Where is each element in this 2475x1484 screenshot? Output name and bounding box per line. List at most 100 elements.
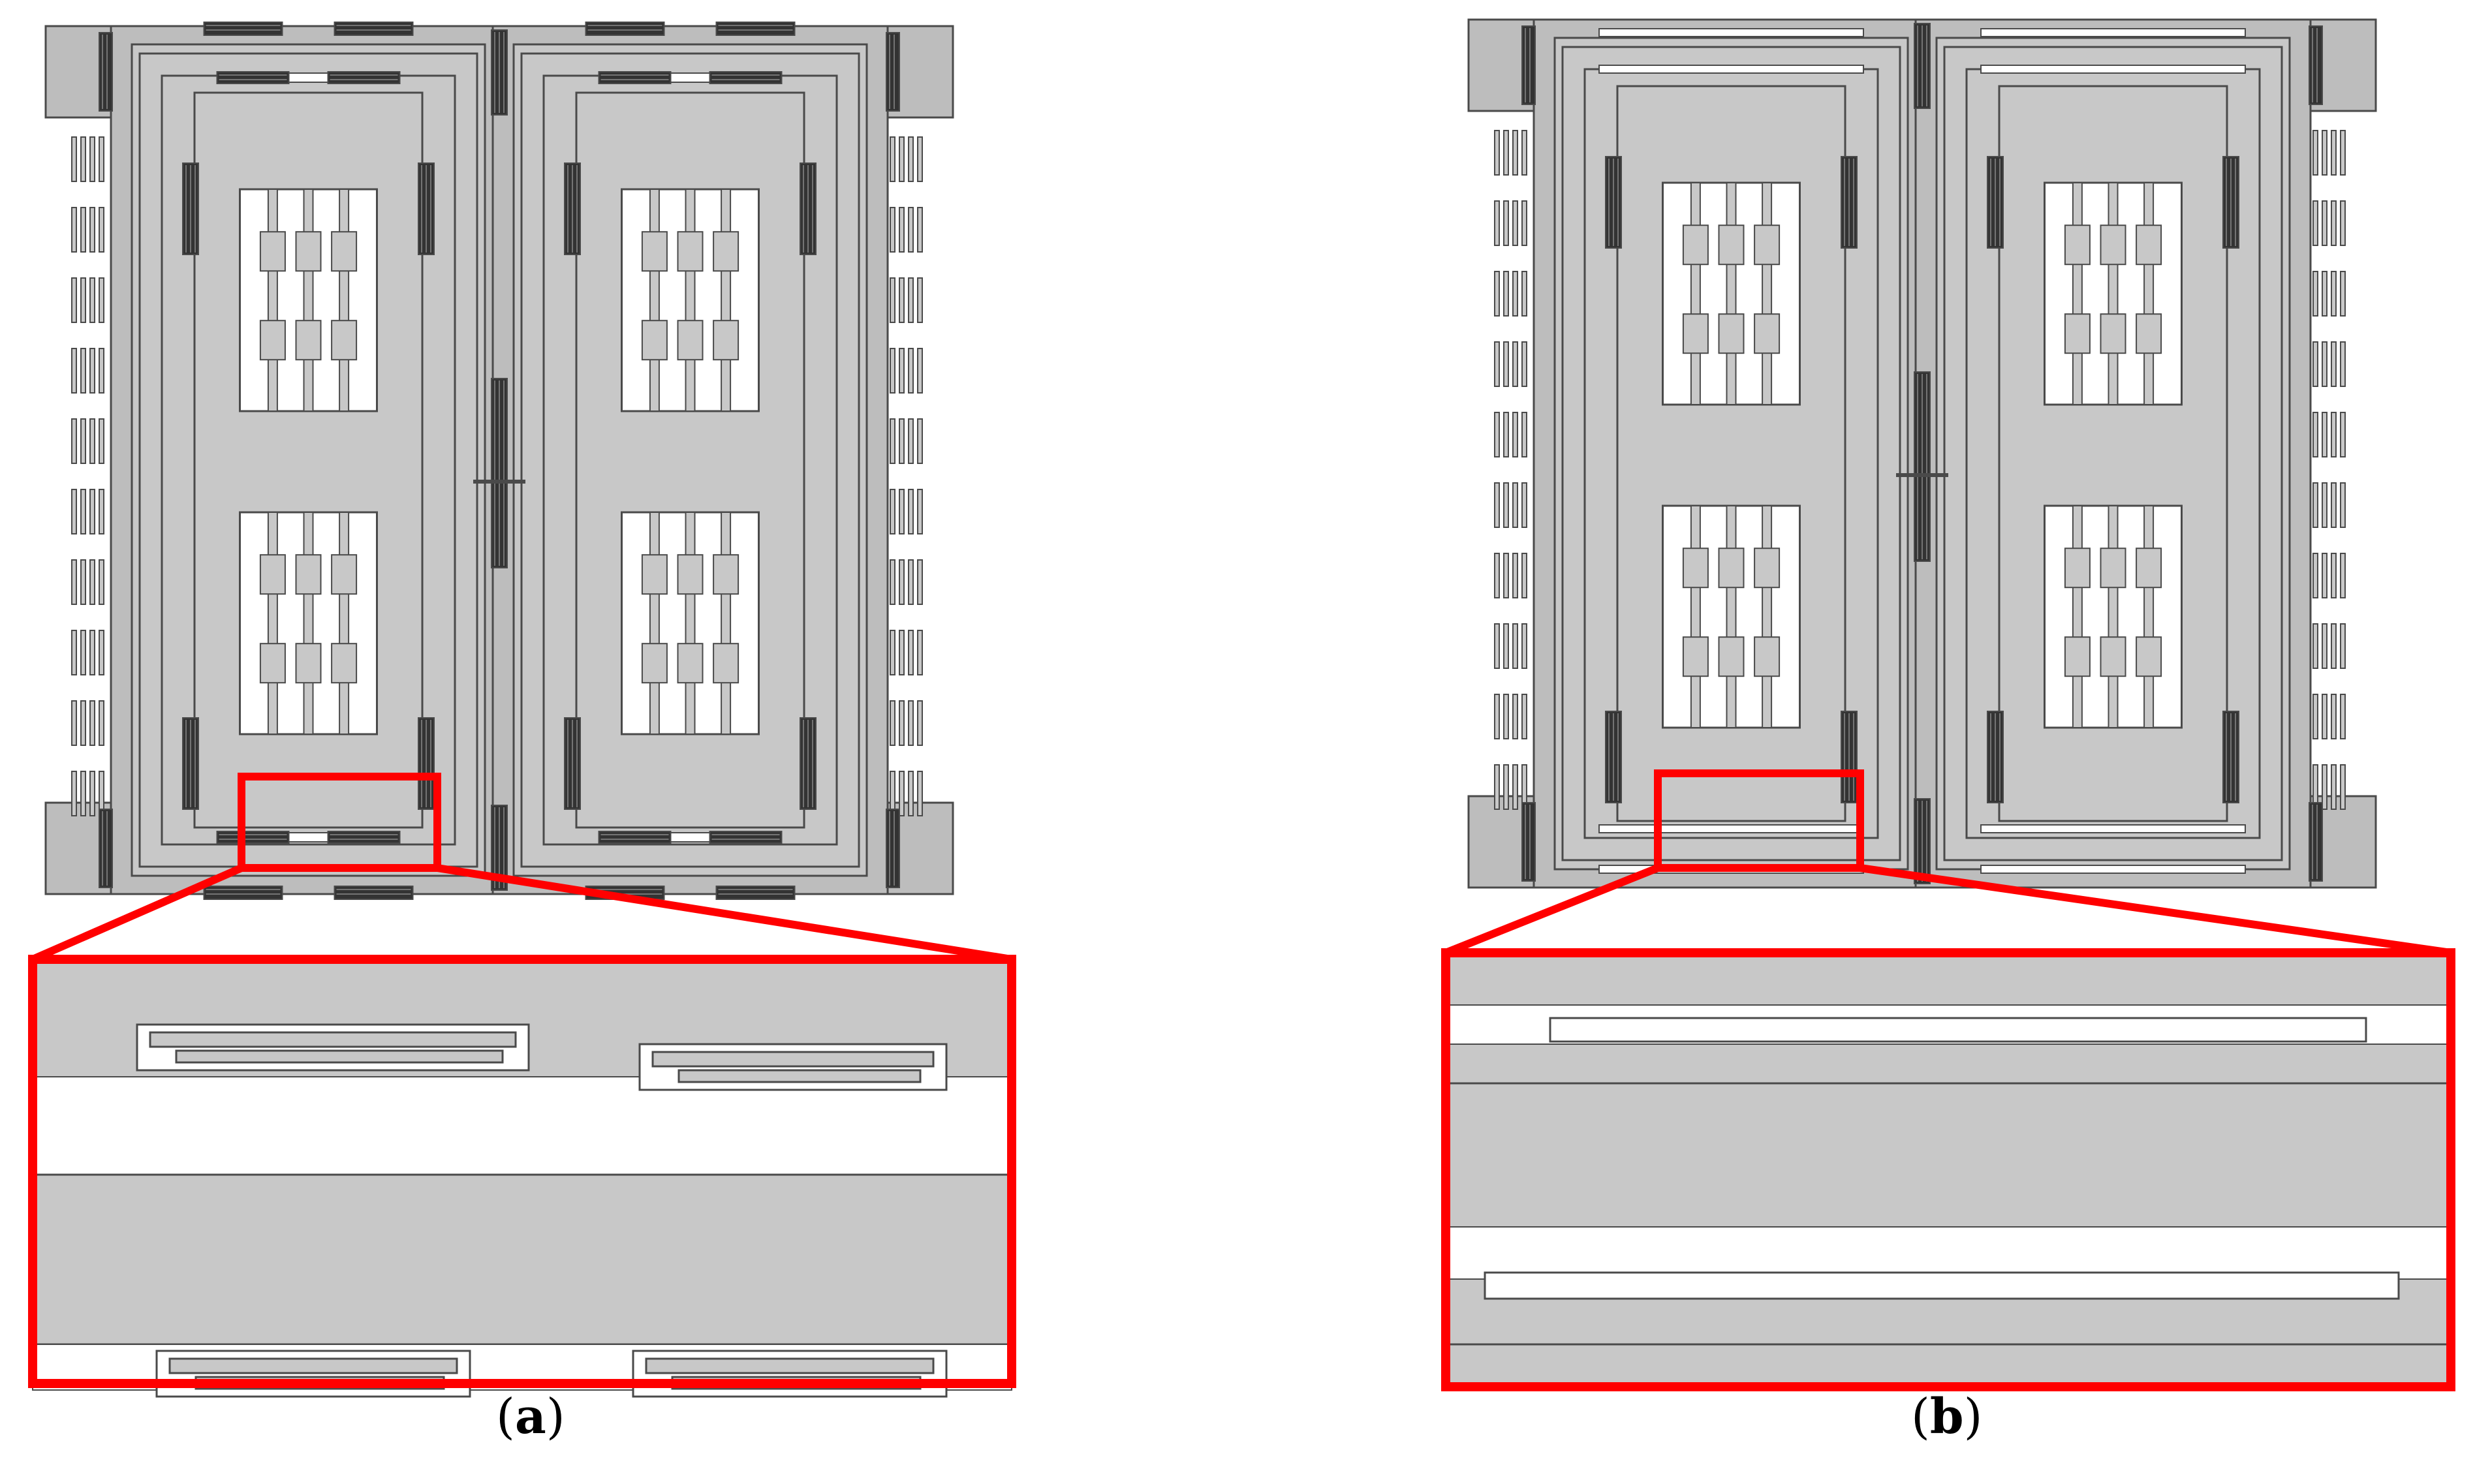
coupling-comb bbox=[1914, 371, 1931, 562]
proof-mass-finger bbox=[713, 512, 739, 735]
anchor-comb bbox=[886, 32, 900, 112]
edge-fingers-right bbox=[890, 489, 923, 534]
folded-beam-comb bbox=[598, 71, 672, 84]
resonator-left bbox=[1533, 18, 1930, 889]
perforation-lower bbox=[239, 511, 378, 735]
resonator-right bbox=[1914, 18, 2312, 889]
anchor-comb bbox=[2309, 802, 2323, 882]
sense-comb bbox=[182, 162, 199, 255]
panel-b-caption-letter: b bbox=[1929, 1389, 1964, 1445]
zoom-leader bbox=[437, 864, 1012, 963]
proof-mass-finger bbox=[677, 189, 704, 412]
panel-a-caption: (a) bbox=[496, 1389, 565, 1445]
edge-fingers-left bbox=[71, 207, 104, 253]
panel-a-zoom-inset bbox=[28, 773, 1016, 1398]
edge-fingers-left bbox=[1494, 412, 1527, 457]
folded-beam-comb bbox=[715, 22, 796, 36]
proof-mass-finger bbox=[2064, 182, 2091, 405]
edge-fingers-left bbox=[1494, 271, 1527, 317]
edge-fingers-right bbox=[890, 630, 923, 675]
sense-comb bbox=[1841, 156, 1858, 249]
frame-slot bbox=[1943, 46, 2283, 861]
zoom-leader bbox=[31, 864, 243, 963]
sense-comb bbox=[418, 162, 435, 255]
frame-slot bbox=[1561, 46, 1901, 861]
edge-fingers-right bbox=[890, 700, 923, 746]
zoom-frame bbox=[1444, 1082, 2452, 1346]
zoom-detail bbox=[31, 959, 1013, 1398]
edge-fingers-left bbox=[1494, 623, 1527, 669]
sense-comb bbox=[1841, 711, 1858, 803]
zoom-gap bbox=[32, 1076, 1012, 1175]
edge-fingers-right bbox=[2312, 764, 2346, 810]
straight-beam bbox=[1980, 865, 2246, 874]
frame-slot bbox=[520, 52, 860, 868]
proof-mass-finger bbox=[1682, 182, 1709, 405]
proof-mass-finger bbox=[713, 189, 739, 412]
edge-fingers-left bbox=[71, 700, 104, 746]
anchor-comb bbox=[2309, 25, 2323, 105]
edge-fingers-right bbox=[890, 418, 923, 464]
folded-spring bbox=[136, 1023, 530, 1072]
zoom-leader bbox=[1444, 864, 1660, 957]
sense-comb bbox=[564, 162, 581, 255]
edge-fingers-left bbox=[1494, 764, 1527, 810]
sense-comb bbox=[800, 717, 817, 810]
beam-gap bbox=[288, 72, 329, 83]
panel-a-caption-letter: a bbox=[514, 1389, 546, 1445]
anchor-comb bbox=[886, 809, 900, 888]
straight-beam bbox=[1598, 28, 1864, 37]
sense-comb bbox=[418, 717, 435, 810]
panel-b-caption: (b) bbox=[1911, 1389, 1983, 1445]
resonator-left bbox=[110, 22, 507, 900]
edge-fingers-right bbox=[2312, 623, 2346, 669]
beam-gap bbox=[670, 832, 711, 842]
edge-fingers-left bbox=[1494, 694, 1527, 739]
zoom-detail bbox=[1444, 953, 2452, 1387]
edge-fingers-left bbox=[71, 348, 104, 394]
sense-comb bbox=[182, 717, 199, 810]
edge-fingers-left bbox=[1494, 341, 1527, 387]
zoom-frame bbox=[31, 1173, 1013, 1346]
proof-mass-finger bbox=[1754, 182, 1781, 405]
anchor-comb bbox=[1521, 802, 1536, 882]
proof-mass-finger bbox=[641, 189, 668, 412]
folded-beam-comb bbox=[327, 831, 401, 844]
proof-mass-finger bbox=[1718, 182, 1745, 405]
perforation-upper bbox=[2044, 181, 2183, 406]
perforation-lower bbox=[621, 511, 760, 735]
edge-fingers-right bbox=[2312, 130, 2346, 176]
edge-fingers-right bbox=[890, 771, 923, 816]
proof-mass-finger bbox=[259, 512, 286, 735]
proof-mass-finger bbox=[2136, 182, 2162, 405]
edge-fingers-left bbox=[1494, 482, 1527, 528]
edge-fingers-left bbox=[71, 559, 104, 605]
sense-comb bbox=[1987, 711, 2004, 803]
anchor-comb bbox=[1521, 25, 1536, 105]
straight-beam bbox=[1980, 28, 2246, 37]
edge-fingers-left bbox=[71, 136, 104, 182]
anchor-comb bbox=[99, 32, 113, 112]
proof-mass-finger bbox=[2136, 505, 2162, 728]
edge-fingers-left bbox=[71, 418, 104, 464]
proof-mass-finger bbox=[295, 512, 322, 735]
sense-comb bbox=[800, 162, 817, 255]
beam-gap bbox=[670, 72, 711, 83]
sense-comb bbox=[564, 717, 581, 810]
straight-spring bbox=[1549, 1017, 2367, 1043]
edge-fingers-left bbox=[1494, 553, 1527, 598]
sense-comb bbox=[2222, 156, 2239, 249]
folded-spring bbox=[638, 1043, 948, 1091]
proof-mass-finger bbox=[331, 189, 358, 412]
coupling-comb bbox=[491, 378, 508, 568]
straight-beam bbox=[1598, 824, 1864, 833]
edge-fingers-right bbox=[2312, 482, 2346, 528]
edge-fingers-right bbox=[890, 136, 923, 182]
folded-spring bbox=[155, 1350, 471, 1398]
edge-fingers-right bbox=[890, 277, 923, 323]
zoom-inset-border bbox=[28, 955, 1016, 1388]
sense-comb bbox=[1605, 156, 1622, 249]
edge-fingers-left bbox=[1494, 130, 1527, 176]
straight-beam bbox=[1980, 824, 2246, 833]
